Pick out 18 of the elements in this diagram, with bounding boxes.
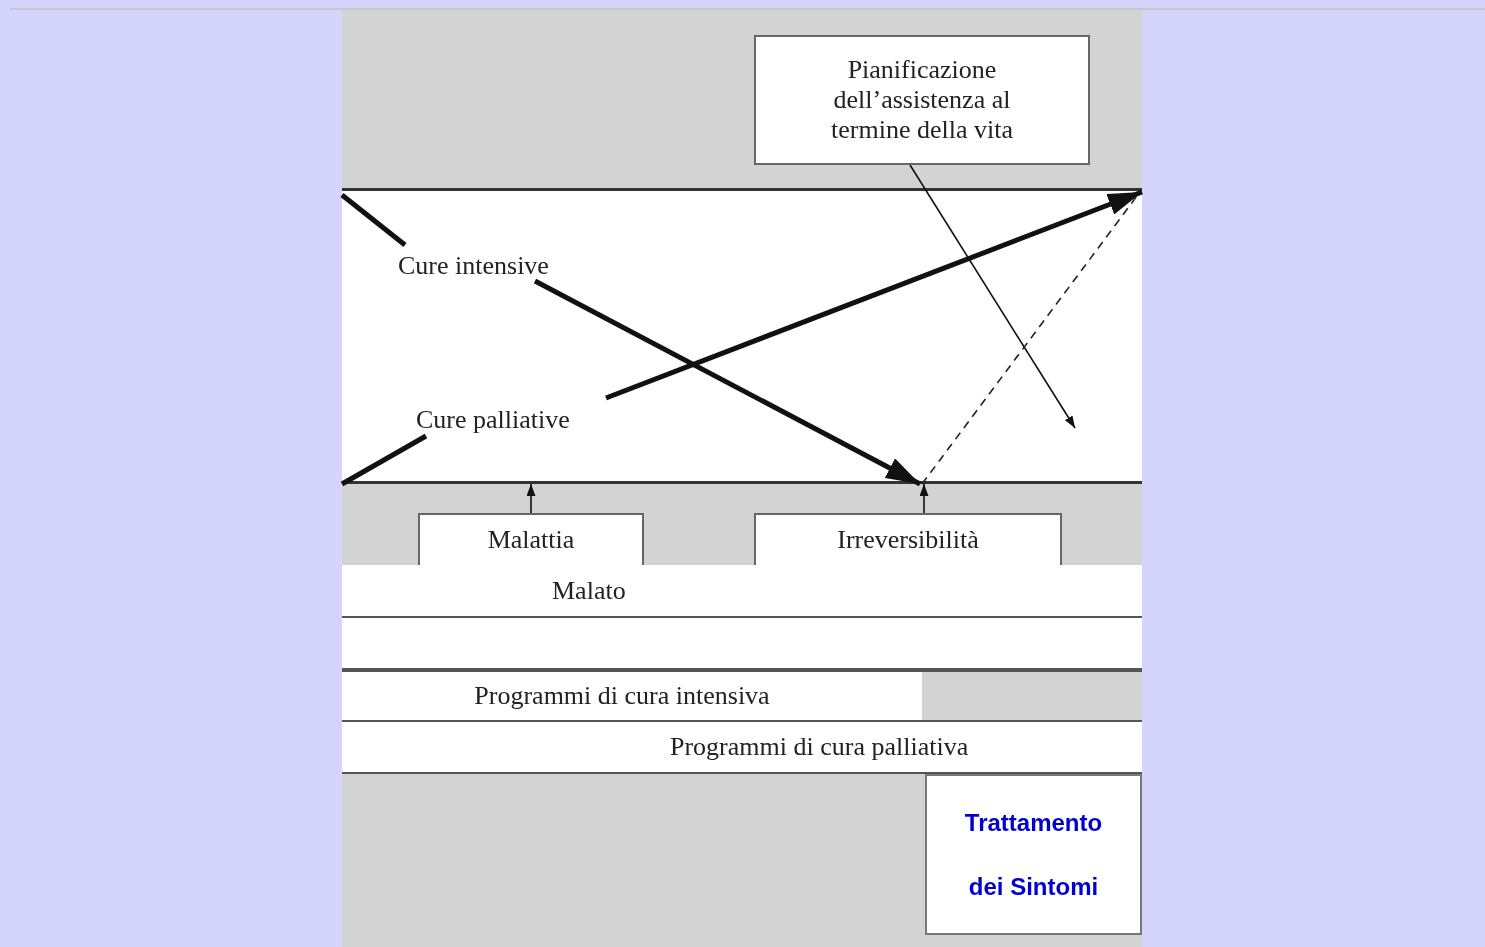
- line: [340, 193, 407, 247]
- arrow: [533, 278, 922, 487]
- row-band: Malato: [342, 565, 1142, 618]
- row-band: Programmi di cura intensiva: [342, 670, 922, 722]
- text-box: Pianificazione dell’assistenza al termine della vita: [754, 35, 1090, 165]
- curve-label: Cure palliative: [416, 401, 608, 439]
- chart-band: [342, 188, 1142, 484]
- arrow: [605, 189, 1143, 401]
- arrow: [919, 483, 929, 514]
- arrow: [909, 164, 1076, 429]
- curve-label: Cure intensive: [398, 248, 588, 284]
- arrow: [526, 483, 536, 514]
- text-box: Irreversibilità: [754, 513, 1062, 565]
- text-box: Trattamento dei Sintomi: [925, 774, 1142, 935]
- row-band: Programmi di cura palliativa: [342, 722, 1142, 774]
- empty-band: [342, 618, 1142, 670]
- text-box: Malattia: [418, 513, 644, 565]
- line: [340, 433, 428, 487]
